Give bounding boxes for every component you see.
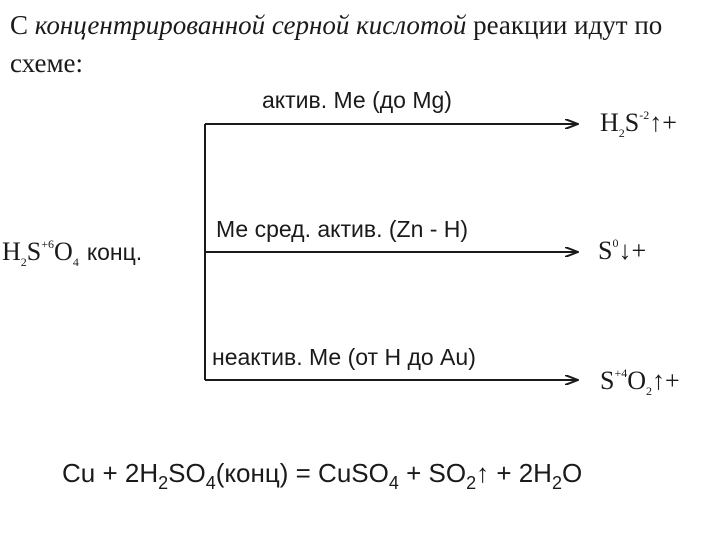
gas-up-arrow-icon: ↑ xyxy=(476,458,490,488)
product-1-s: S xyxy=(624,108,640,137)
eq-part: SO xyxy=(168,458,206,488)
eq-sub: 2 xyxy=(551,473,562,493)
product-3-s-oxidation: +4 xyxy=(614,366,628,380)
eq-part: + 2H xyxy=(489,458,552,488)
gas-up-arrow-icon: ↑ xyxy=(652,366,666,395)
eq-part: + SO xyxy=(398,458,467,488)
reactant-o: O xyxy=(54,237,73,266)
product-2-plus: + xyxy=(631,236,647,265)
product-3-o-sub: 2 xyxy=(646,384,653,398)
product-3-plus: + xyxy=(665,366,680,395)
branch-1-product: H2S-2↑+ xyxy=(600,108,677,141)
reactant-formula: H2S+6O4 конц. xyxy=(2,237,142,270)
product-3-o: O xyxy=(627,366,647,395)
branch-2-product: S0↓+ xyxy=(598,236,646,266)
branch-1-label: актив. Ме (до Mg) xyxy=(262,87,452,113)
product-1-s-oxidation: -2 xyxy=(639,108,650,122)
page-heading: С концентрированной серной кислотой реак… xyxy=(10,6,710,82)
example-equation: Cu + 2H2SO4(конц) = CuSO4 + SO2↑ + 2H2O xyxy=(62,458,582,494)
eq-sub: 2 xyxy=(466,473,477,493)
eq-part: O xyxy=(561,458,583,488)
precipitate-down-arrow-icon: ↓ xyxy=(618,236,632,265)
product-1-h: H xyxy=(600,108,619,137)
product-1-h-sub: 2 xyxy=(618,126,625,140)
eq-sub: 4 xyxy=(205,473,216,493)
eq-part: Cu + 2H xyxy=(62,458,159,488)
reactant-h: H xyxy=(2,237,21,266)
heading-text-2: реакции идут по схеме: xyxy=(10,10,663,78)
reactant-s: S xyxy=(26,237,42,266)
eq-sub: 2 xyxy=(158,473,169,493)
branch-2-label: Ме сред. актив. (Zn - H) xyxy=(216,216,469,242)
heading-italic-text: концентрированной серной кислотой xyxy=(34,10,467,40)
gas-up-arrow-icon: ↑ xyxy=(649,108,663,137)
reactant-s-oxidation: +6 xyxy=(41,237,55,251)
reactant-o-sub: 4 xyxy=(72,255,79,269)
product-1-plus: + xyxy=(662,108,677,137)
branch-3-product: S+4O2↑+ xyxy=(600,366,680,399)
eq-sub: 4 xyxy=(388,473,399,493)
reactant-konc-label: конц. xyxy=(86,239,143,265)
reactant-h-sub: 2 xyxy=(20,255,27,269)
heading-text-1: С xyxy=(10,10,35,40)
product-2-s: S xyxy=(598,236,613,265)
branch-3-label: неактив. Ме (от H до Au) xyxy=(212,344,476,370)
eq-part: (конц) = CuSO xyxy=(215,458,389,488)
product-3-s: S xyxy=(600,366,615,395)
product-2-s-oxidation: 0 xyxy=(612,236,619,250)
